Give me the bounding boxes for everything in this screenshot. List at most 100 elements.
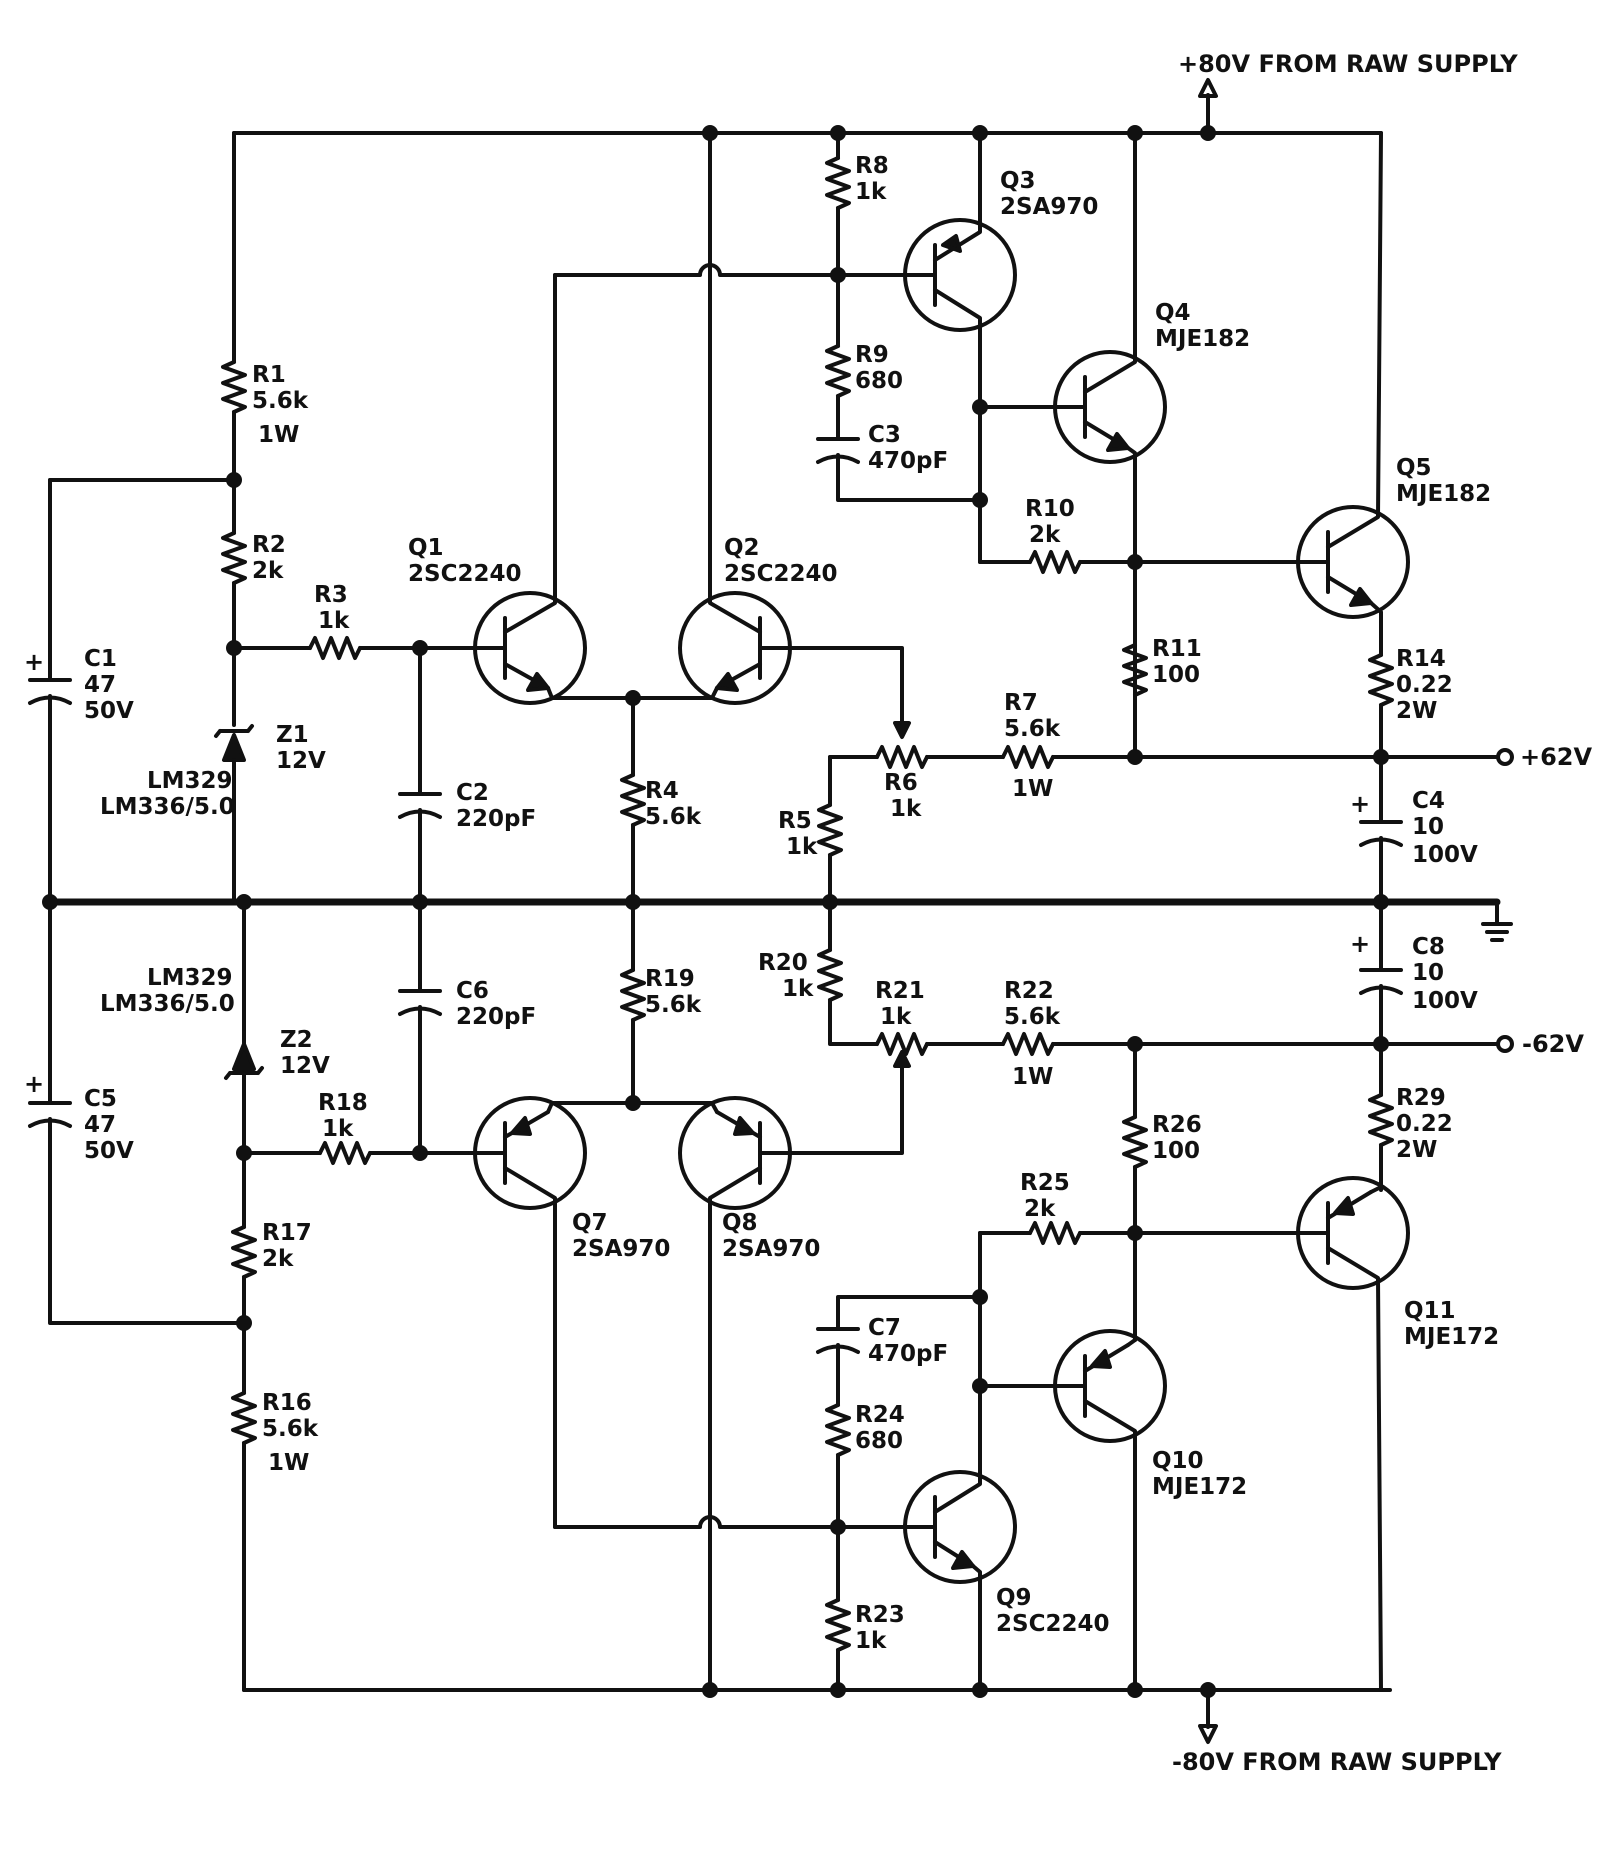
r14-rating: 2W xyxy=(1396,698,1437,724)
z1-label: Z1 xyxy=(276,722,309,748)
junction-dot xyxy=(1127,749,1143,765)
c2-label: C2 xyxy=(456,780,489,806)
q1-label: Q1 xyxy=(408,535,444,561)
junction-dot xyxy=(1127,1036,1143,1052)
c4-label: C4 xyxy=(1412,788,1445,814)
junction-dot xyxy=(702,125,718,141)
r2-label: R2 xyxy=(252,532,286,558)
z2-part1: LM329 xyxy=(147,965,233,991)
c8-value: 10 xyxy=(1412,960,1444,986)
r20-value: 1k xyxy=(782,976,814,1002)
q7-label: Q7 xyxy=(572,1210,608,1236)
r3-value: 1k xyxy=(318,608,350,634)
r23-value: 1k xyxy=(855,1628,887,1654)
c5-value: 47 xyxy=(84,1112,116,1138)
q5-label: Q5 xyxy=(1396,455,1432,481)
r18-label: R18 xyxy=(318,1090,368,1116)
positive-out-label: +62V xyxy=(1520,743,1593,771)
positive-raw-label: +80V FROM RAW SUPPLY xyxy=(1178,50,1518,78)
c1-plus: + xyxy=(24,648,44,676)
r6-value: 1k xyxy=(890,796,922,822)
r5-label: R5 xyxy=(778,808,812,834)
r17-label: R17 xyxy=(262,1220,312,1246)
junction-dot xyxy=(972,1378,988,1394)
r16-label: R16 xyxy=(262,1390,312,1416)
r21-label: R21 xyxy=(875,978,925,1004)
z2-value: 12V xyxy=(280,1053,330,1079)
r17-value: 2k xyxy=(262,1246,294,1272)
c3-value: 470pF xyxy=(868,448,948,474)
negative-raw-label: -80V FROM RAW SUPPLY xyxy=(1172,1748,1502,1776)
r10-value: 2k xyxy=(1029,522,1061,548)
junction-dot xyxy=(1127,125,1143,141)
r9-value: 680 xyxy=(855,368,903,394)
q7-part: 2SA970 xyxy=(572,1236,670,1262)
junction-dot xyxy=(972,1682,988,1698)
ground-rail xyxy=(46,898,1513,942)
junction-dot xyxy=(1127,554,1143,570)
r6-label: R6 xyxy=(884,770,918,796)
junction-dot xyxy=(1127,1225,1143,1241)
upper-trim-network xyxy=(817,745,1514,904)
lower-driver xyxy=(816,900,1410,1692)
junction-dot xyxy=(1200,125,1216,141)
r4-value: 5.6k xyxy=(645,804,702,830)
c8-label: C8 xyxy=(1412,934,1445,960)
r26-value: 100 xyxy=(1152,1138,1200,1164)
junction-dot xyxy=(972,399,988,415)
r19-value: 5.6k xyxy=(645,992,702,1018)
r18-value: 1k xyxy=(322,1116,354,1142)
junction-dot xyxy=(226,640,242,656)
junction-dot xyxy=(226,472,242,488)
negative-out-label: -62V xyxy=(1522,1030,1584,1058)
c3-label: C3 xyxy=(868,422,901,448)
r22-value: 5.6k xyxy=(1004,1004,1061,1030)
q9-part: 2SC2240 xyxy=(996,1611,1109,1637)
q4-part: MJE182 xyxy=(1155,326,1250,352)
c2-value: 220pF xyxy=(456,806,536,832)
c1-value: 47 xyxy=(84,672,116,698)
upper-diff-pair xyxy=(418,131,911,904)
junction-dots xyxy=(42,125,1389,1698)
junction-dot xyxy=(972,125,988,141)
r21-value: 1k xyxy=(880,1004,912,1030)
c6-label: C6 xyxy=(456,978,489,1004)
r25-value: 2k xyxy=(1024,1196,1056,1222)
z2-part2: LM336/5.0 xyxy=(100,991,235,1017)
q10-label: Q10 xyxy=(1152,1448,1204,1474)
r20-label: R20 xyxy=(758,950,808,976)
r14-label: R14 xyxy=(1396,646,1446,672)
q9-label: Q9 xyxy=(996,1585,1032,1611)
junction-dot xyxy=(972,492,988,508)
q11-part: MJE172 xyxy=(1404,1324,1499,1350)
r16-rating: 1W xyxy=(268,1450,309,1476)
r29-label: R29 xyxy=(1396,1085,1446,1111)
q2-label: Q2 xyxy=(724,535,760,561)
z1-part2: LM336/5.0 xyxy=(100,794,235,820)
c5-plus: + xyxy=(24,1070,44,1098)
junction-dot xyxy=(1373,1036,1389,1052)
z2-label: Z2 xyxy=(280,1027,313,1053)
q3-label: Q3 xyxy=(1000,168,1036,194)
junction-dot xyxy=(830,267,846,283)
r29-rating: 2W xyxy=(1396,1137,1437,1163)
c7-label: C7 xyxy=(868,1315,901,1341)
junction-dot xyxy=(236,894,252,910)
q8-part: 2SA970 xyxy=(722,1236,820,1262)
junction-dot xyxy=(702,1682,718,1698)
r25-label: R25 xyxy=(1020,1170,1070,1196)
r29-value: 0.22 xyxy=(1396,1111,1453,1137)
junction-dot xyxy=(1373,749,1389,765)
c2-c6-column xyxy=(398,646,442,1155)
c1-rating: 50V xyxy=(84,698,134,724)
r5-value: 1k xyxy=(786,834,818,860)
q10-part: MJE172 xyxy=(1152,1474,1247,1500)
lower-diff-pair xyxy=(468,900,911,1692)
junction-dot xyxy=(972,1289,988,1305)
c4-rating: 100V xyxy=(1412,842,1478,868)
junction-dot xyxy=(1127,1682,1143,1698)
c8-plus: + xyxy=(1350,930,1370,958)
r26-label: R26 xyxy=(1152,1112,1202,1138)
c6-value: 220pF xyxy=(456,1004,536,1030)
